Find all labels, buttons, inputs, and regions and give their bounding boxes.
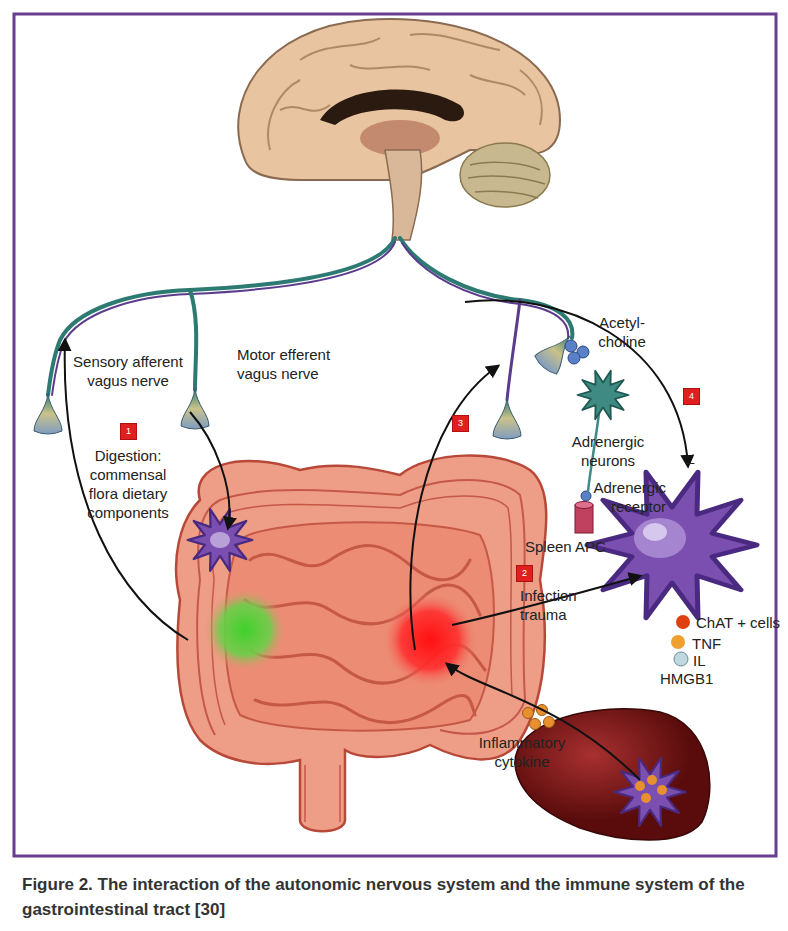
diagram-label: Motor efferent vagus nerve <box>237 345 349 383</box>
callout-box: 1 <box>120 423 137 440</box>
callout-number: 2 <box>522 569 527 578</box>
callout-number: 1 <box>126 427 131 436</box>
callout-number: 4 <box>689 392 694 401</box>
diagram-label: HMGB1 <box>660 669 713 688</box>
spleen <box>515 709 710 840</box>
diagram-label: Infection trauma <box>520 586 596 624</box>
vagus-nerve <box>48 238 572 400</box>
diagram-label: Spleen APC <box>525 537 606 556</box>
diagram-label: ChAT + cells <box>696 613 780 632</box>
diagram-label: IL <box>693 651 706 670</box>
callout-box: 2 <box>516 565 533 582</box>
diagram-label: – <box>686 452 694 471</box>
callout-box: 3 <box>452 415 469 432</box>
diagram-label: Inflammatory cytokine <box>466 733 578 771</box>
diagram-label: Adrenergic receptor <box>572 478 666 516</box>
diagram-label: TNF <box>692 634 721 653</box>
signal-arrows <box>65 300 688 780</box>
intestine <box>176 456 546 832</box>
frame <box>14 14 776 856</box>
callout-number: 3 <box>458 419 463 428</box>
diagram-label: Sensory afferent vagus nerve <box>68 352 188 390</box>
diagram-label: Digestion: commensal flora dietary compo… <box>76 446 180 522</box>
spleen-apc <box>575 472 757 666</box>
figure-caption: Figure 2. The interaction of the autonom… <box>22 872 767 922</box>
nerve-endings <box>34 327 581 439</box>
diagram-label: Adrenergic neurons <box>562 432 654 470</box>
diagram-label: Acetyl- choline <box>592 313 652 351</box>
adrenergic-neuron <box>565 340 629 492</box>
brain <box>238 19 560 240</box>
callout-box: 4 <box>683 388 700 405</box>
